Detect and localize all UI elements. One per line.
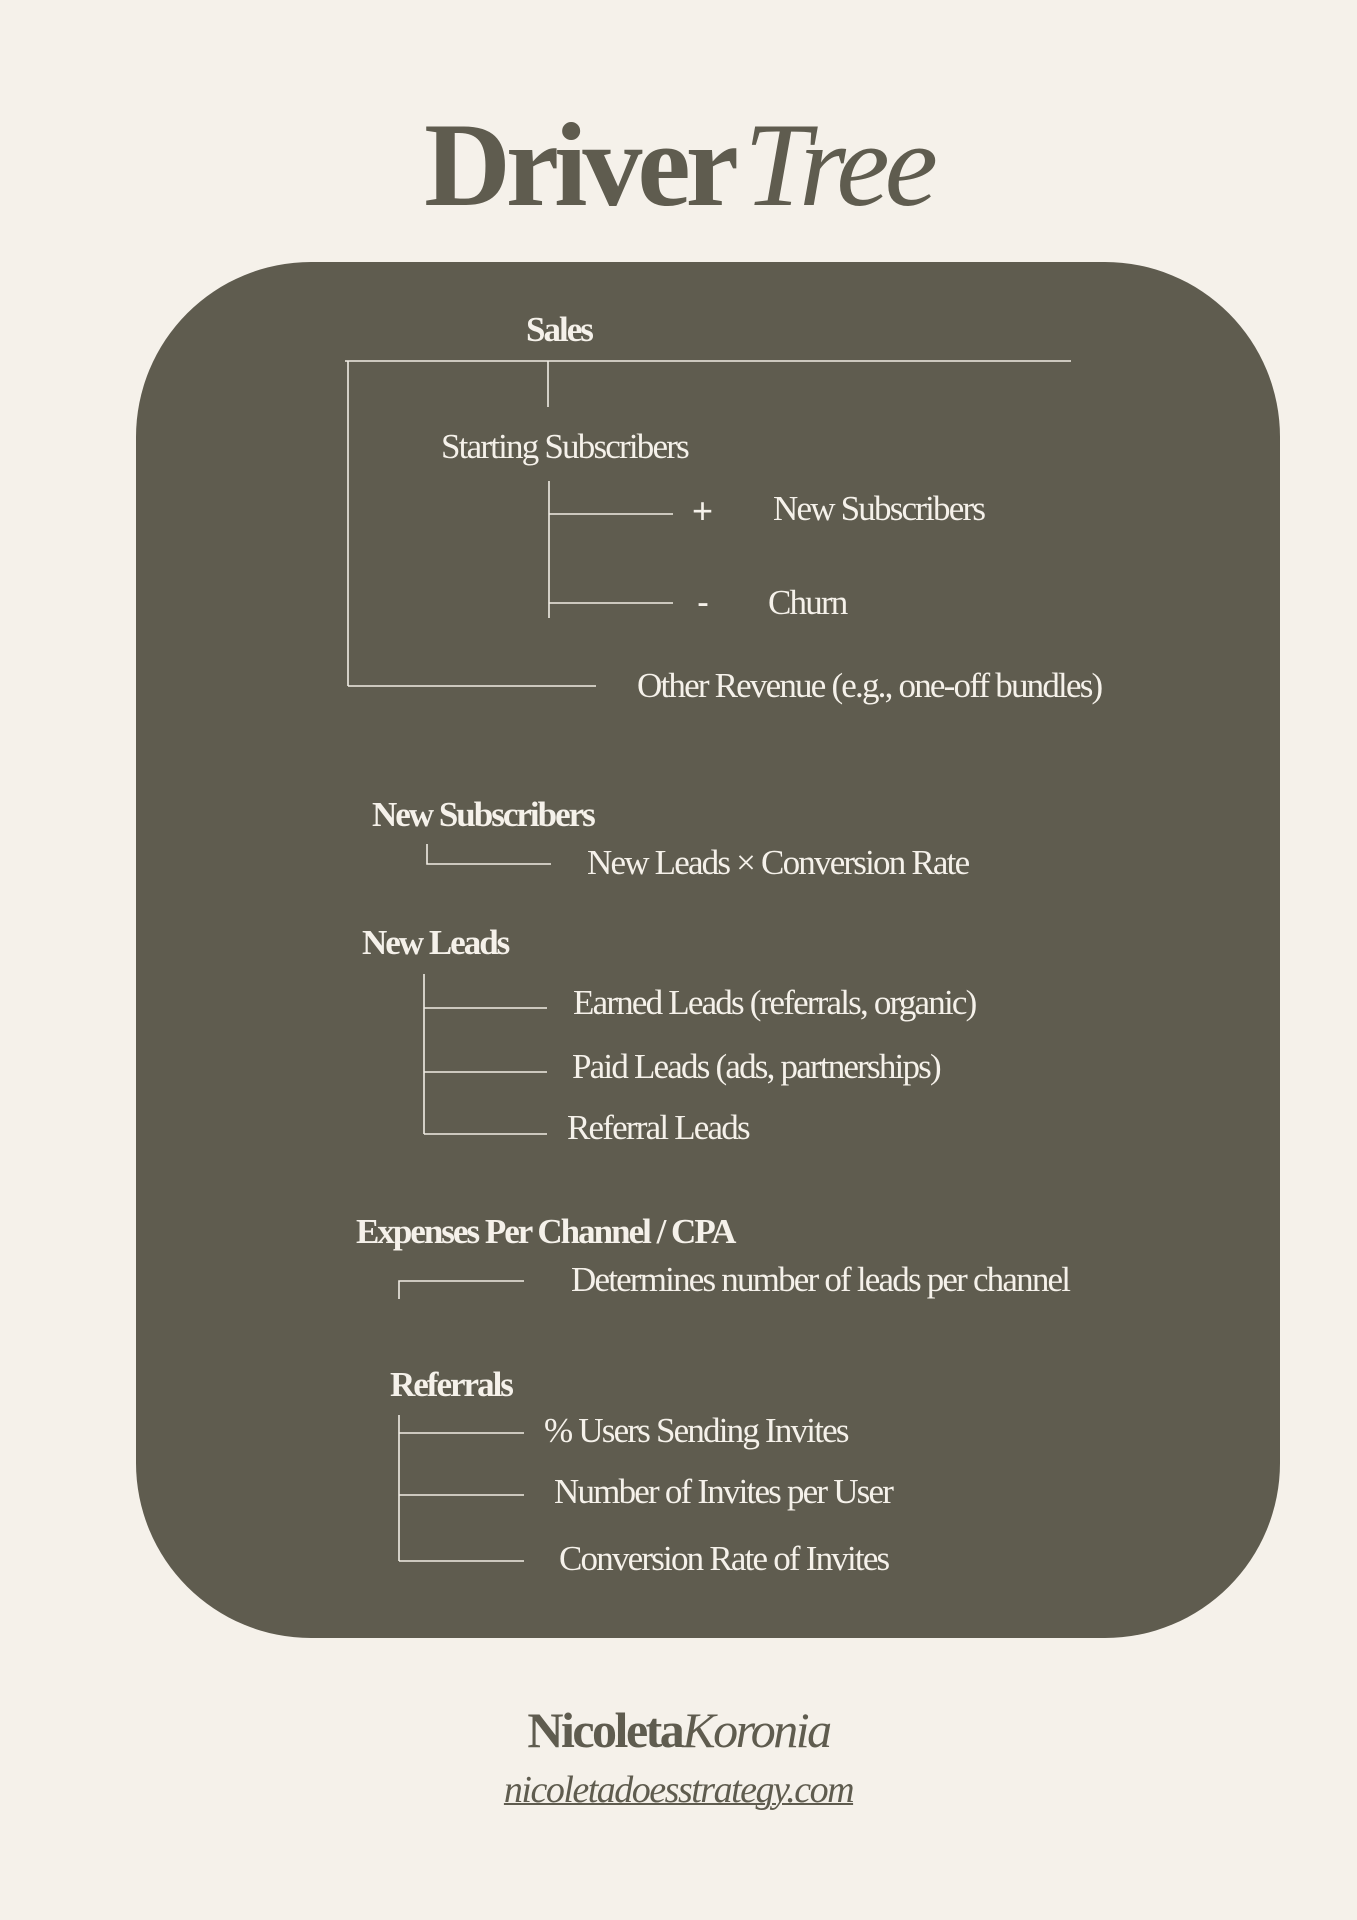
referrals-item: Conversion Rate of Invites <box>559 1539 890 1578</box>
referrals-item: Number of Invites per User <box>554 1472 894 1511</box>
new-subscribers-formula: New Leads × Conversion Rate <box>587 843 970 882</box>
new-leads-item: Earned Leads (referrals, organic) <box>573 983 977 1022</box>
title-tree: Tree <box>743 98 938 231</box>
new-leads-item: Referral Leads <box>567 1108 751 1147</box>
author-first-name: Nicoleta <box>527 1702 684 1758</box>
expenses-heading: Expenses Per Channel / CPA <box>356 1212 736 1251</box>
new-subscribers-connector <box>426 844 551 865</box>
new-subscribers-heading: New Subscribers <box>372 795 596 834</box>
starting-subscribers-label: Starting Subscribers <box>441 427 690 466</box>
page-title: DriverTree <box>0 100 1357 230</box>
referrals-item: % Users Sending Invites <box>544 1411 850 1450</box>
minus-sign: - <box>697 581 709 622</box>
churn-label: Churn <box>768 583 848 622</box>
expenses-item: Determines number of leads per channel <box>571 1260 1071 1299</box>
connector-lines <box>345 360 1071 1562</box>
author-last-name: Koronia <box>682 1702 832 1758</box>
title-driver: Driver <box>424 98 739 231</box>
plus-sign: + <box>692 490 714 531</box>
referrals-heading: Referrals <box>390 1365 514 1404</box>
author-name: NicoletaKoronia <box>0 1702 1357 1758</box>
sales-label: Sales <box>526 310 594 349</box>
driver-tree-card: Sales Starting Subscribers + New Subscri… <box>136 262 1280 1638</box>
other-revenue-label: Other Revenue (e.g., one-off bundles) <box>637 666 1103 705</box>
new-subscribers-label: New Subscribers <box>773 489 986 528</box>
expenses-connector <box>398 1280 524 1299</box>
website-link[interactable]: nicoletadoesstrategy.com <box>503 1769 855 1811</box>
new-leads-heading: New Leads <box>362 923 510 962</box>
new-leads-item: Paid Leads (ads, partnerships) <box>572 1047 942 1086</box>
